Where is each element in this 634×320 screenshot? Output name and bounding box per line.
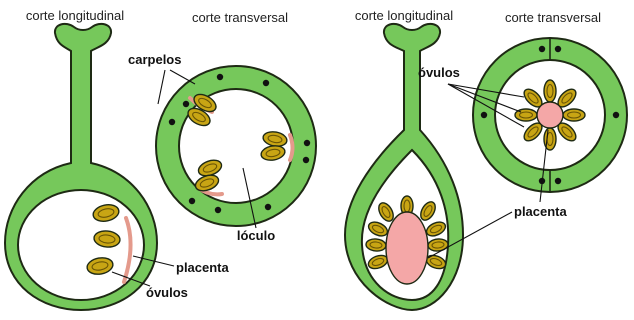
left-carpels-label: carpelos (128, 52, 181, 67)
right-transverse-section (473, 38, 627, 192)
carpels-leader-line (170, 70, 195, 84)
vascular-bundle-dot (555, 46, 561, 52)
left-transverse-caption: corte transversal (192, 10, 288, 25)
left-placenta-label: placenta (176, 260, 230, 275)
vascular-bundle-dot (169, 119, 175, 125)
vascular-bundle-dot (189, 198, 195, 204)
left-locule-label: lóculo (237, 228, 275, 243)
left-transverse-section (156, 66, 316, 226)
vascular-bundle-dot (555, 178, 561, 184)
vascular-bundle-dot (303, 157, 309, 163)
left-ovules-label: óvulos (146, 285, 188, 300)
vascular-bundle-dot (215, 207, 221, 213)
vascular-bundle-dot (304, 140, 310, 146)
right-longitudinal-caption: corte longitudinal (355, 8, 453, 23)
ovule (563, 109, 585, 121)
ovule (544, 80, 556, 102)
vascular-bundle-dot (217, 74, 223, 80)
right-axile-placenta (537, 102, 563, 128)
right-placenta-label: placenta (514, 204, 568, 219)
vascular-bundle-dot (613, 112, 619, 118)
vascular-bundle-dot (481, 112, 487, 118)
vascular-bundle-dot (263, 80, 269, 86)
vascular-bundle-dot (539, 46, 545, 52)
right-panel: corte longitudinal corte transversal (345, 8, 627, 310)
carpels-leader-line (158, 70, 165, 104)
left-panel: corte longitudinal corte transversal (5, 8, 316, 310)
vascular-bundle-dot (265, 204, 271, 210)
right-transverse-caption: corte transversal (505, 10, 601, 25)
right-central-placenta (386, 212, 428, 284)
right-ovules-label: óvulos (418, 65, 460, 80)
left-longitudinal-caption: corte longitudinal (26, 8, 124, 23)
vascular-bundle-dot (183, 101, 189, 107)
